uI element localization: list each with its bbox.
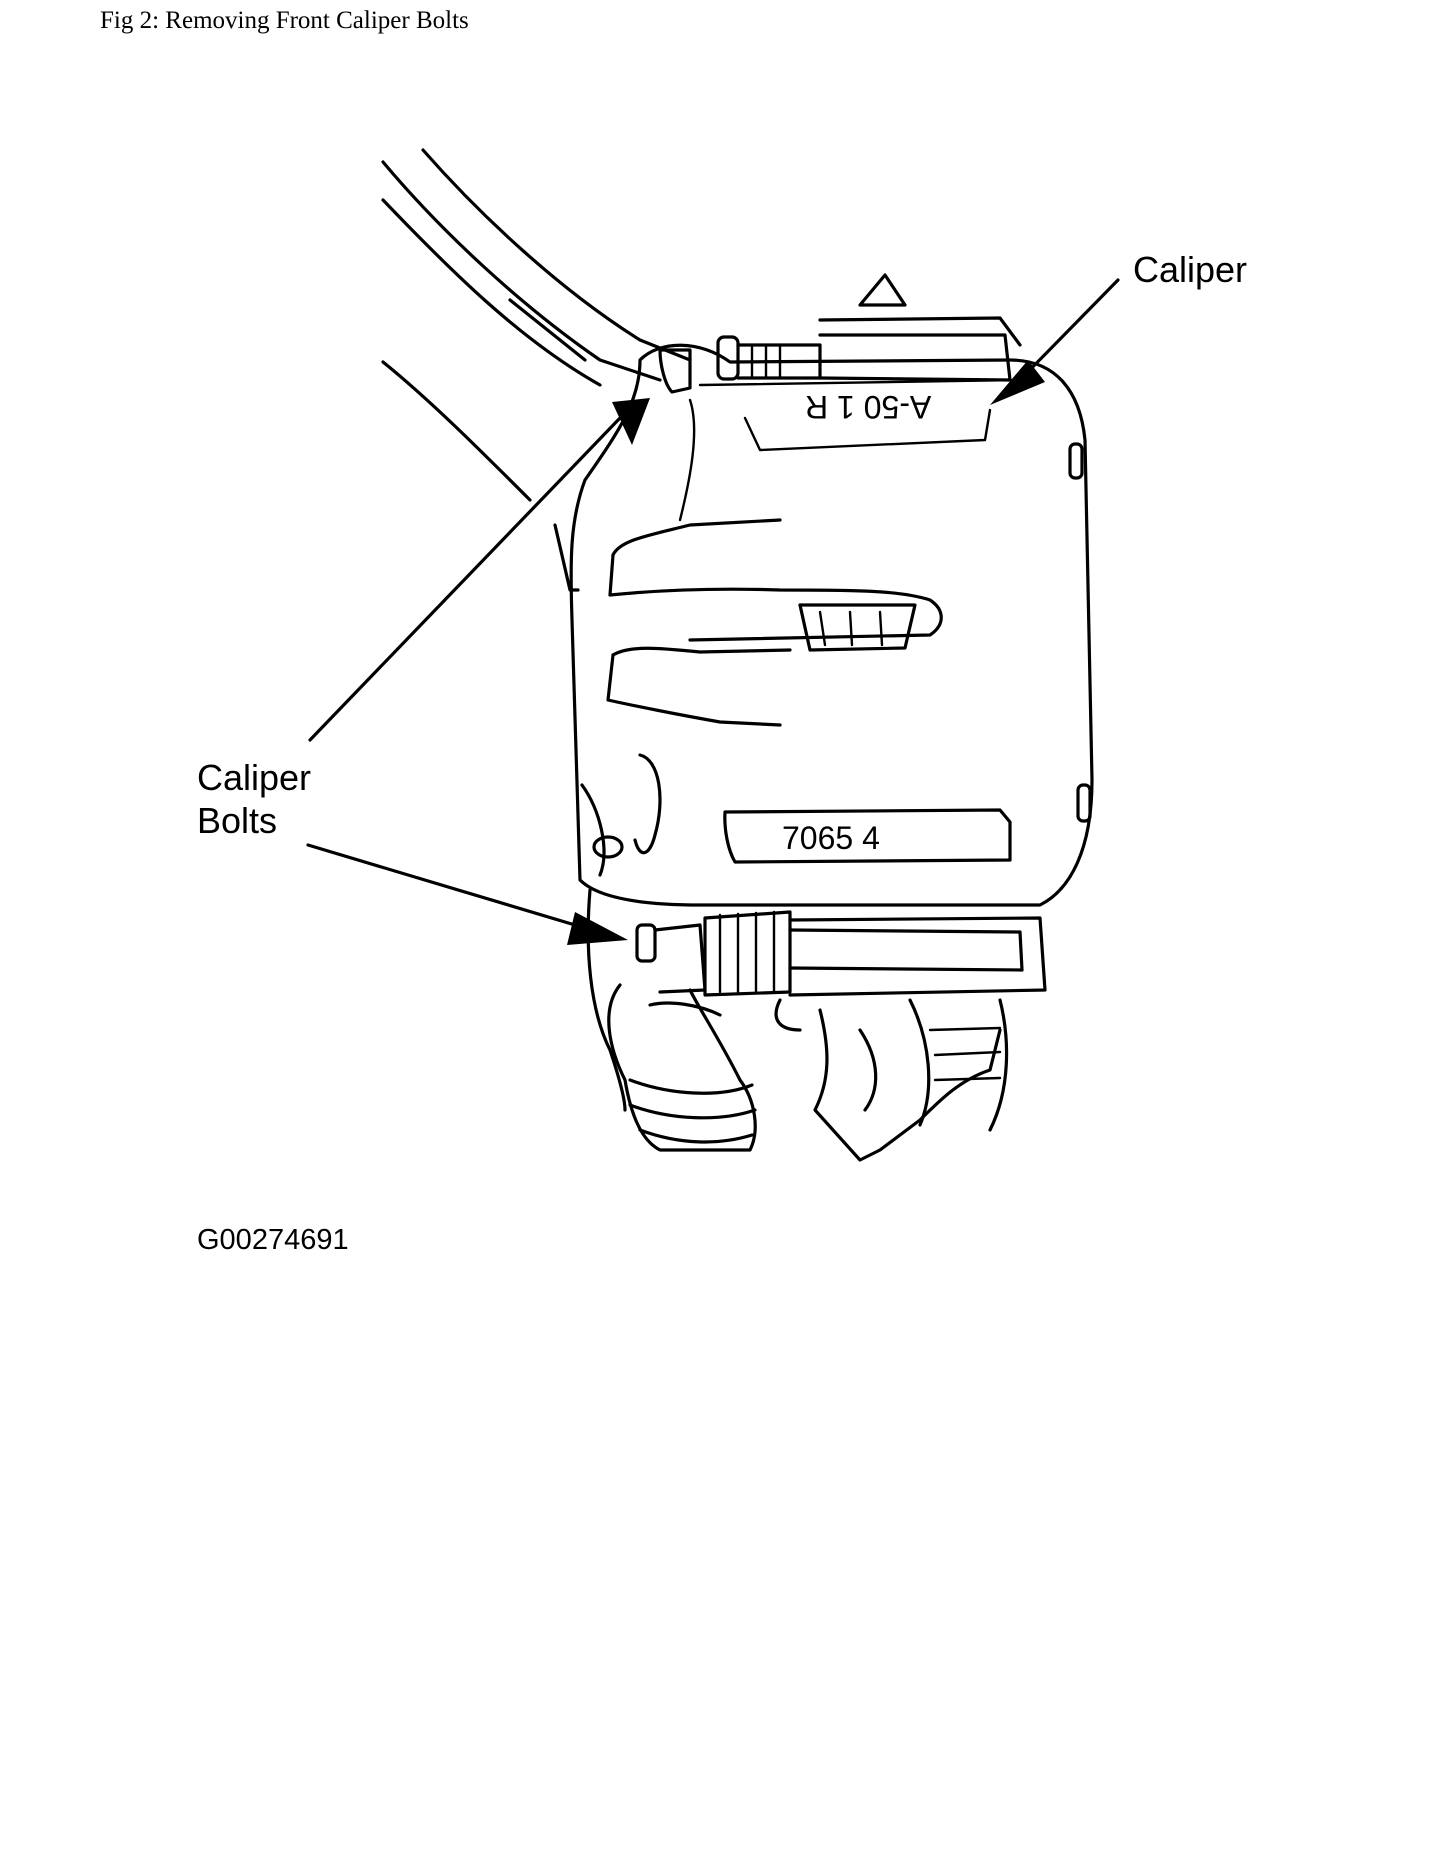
lower-bolt-arrowhead: [567, 912, 628, 945]
lower-caliper-bolt: [635, 910, 1047, 997]
brake-hose-lines: [381, 148, 692, 502]
knuckle-assembly: [586, 888, 1009, 1162]
callout-arrows: [306, 278, 1120, 945]
caliper-label: Caliper: [1133, 249, 1247, 290]
figure-reference-code: G00274691: [197, 1224, 349, 1256]
caliper-stamp-upper: A-50 1 R: [805, 389, 931, 425]
figure-caption: Fig 2: Removing Front Caliper Bolts: [100, 7, 469, 34]
caliper-bolts-label-line2: Bolts: [197, 800, 277, 841]
upper-caliper-bolt: [658, 273, 1022, 394]
upper-bolt-arrowhead: [612, 398, 650, 445]
caliper-stamp-lower: 7065 4: [782, 820, 880, 856]
caliper-bolts-label-line1: Caliper: [197, 757, 311, 798]
caliper-arrowhead: [990, 360, 1045, 405]
caliper-body: [553, 343, 1094, 907]
